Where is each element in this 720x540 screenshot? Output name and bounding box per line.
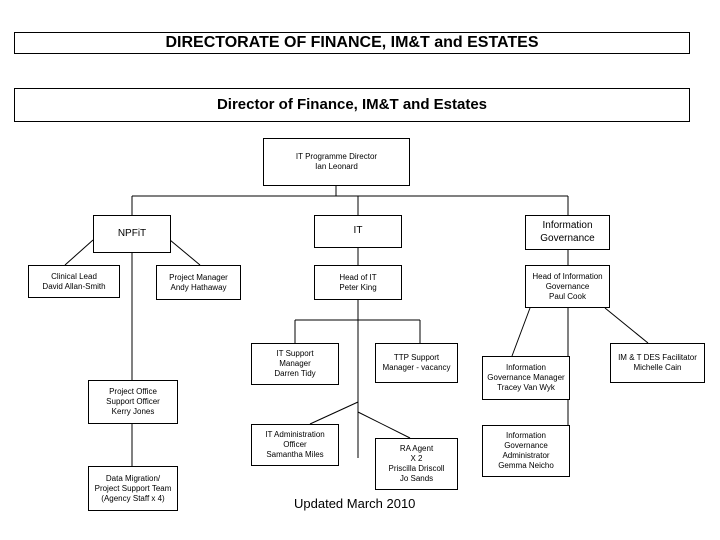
des-facilitator-name: Michelle Cain [633, 363, 682, 372]
data-migration-line3: (Agency Staff x 4) [101, 493, 165, 503]
ra-agent-name2: Jo Sands [399, 474, 434, 483]
updated-note: Updated March 2010 [294, 496, 416, 511]
it-admin-line2: Officer [283, 440, 307, 449]
it-support-manager-box: IT Support Manager Darren Tidy [251, 343, 339, 385]
head-info-gov-line2: Governance [545, 281, 590, 291]
npfit-box: NPFiT [93, 215, 171, 253]
ttp-support-manager-line2: Manager - vacancy [382, 363, 451, 372]
it-support-manager-line1: IT Support [276, 349, 314, 358]
info-gov-admin-box: Information Governance Administrator Gem… [482, 425, 570, 477]
ra-agent-line1: RA Agent [399, 444, 434, 453]
clinical-lead-box: Clinical Lead David Allan-Smith [28, 265, 120, 298]
info-gov-manager-name: Tracey Van Wyk [497, 383, 555, 392]
data-migration-line2: Project Support Team [94, 483, 172, 493]
project-manager-name: Andy Hathaway [170, 282, 227, 292]
it-admin-name: Samantha Miles [266, 450, 324, 459]
info-gov-line1: Information [542, 220, 593, 231]
project-office-line1: Project Office [109, 387, 157, 396]
director-box: Director of Finance, IM&T and Estates [14, 88, 690, 122]
project-office-box: Project Office Support Officer Kerry Jon… [88, 380, 178, 424]
head-info-gov-line1: Head of Information [532, 271, 603, 281]
des-facilitator-box: IM & T DES Facilitator Michelle Cain [610, 343, 705, 383]
director-title: Director of Finance, IM&T and Estates [216, 95, 488, 113]
info-gov-admin-line2: Governance [504, 441, 548, 450]
ra-agent-name1: Priscilla Driscoll [388, 464, 445, 473]
head-of-it-name: Peter King [339, 282, 377, 292]
programme-director-box: IT Programme Director Ian Leonard [263, 138, 410, 186]
it-support-manager-name: Darren Tidy [274, 369, 316, 378]
it-admin-box: IT Administration Officer Samantha Miles [251, 424, 339, 466]
info-gov-box: Information Governance [525, 215, 610, 250]
head-info-gov-name: Paul Cook [549, 291, 586, 301]
project-manager-box: Project Manager Andy Hathaway [156, 265, 241, 300]
ttp-support-manager-box: TTP Support Manager - vacancy [375, 343, 458, 383]
project-office-name: Kerry Jones [111, 407, 155, 416]
it-admin-line1: IT Administration [265, 430, 325, 439]
head-of-it-title: Head of IT [339, 272, 377, 282]
clinical-lead-name: David Allan-Smith [42, 281, 106, 291]
info-gov-manager-line2: Governance Manager [487, 373, 565, 382]
info-gov-manager-box: Information Governance Manager Tracey Va… [482, 356, 570, 400]
npfit-label: NPFiT [117, 227, 147, 239]
info-gov-admin-line1: Information [505, 431, 547, 440]
info-gov-line2: Governance [540, 232, 595, 244]
des-facilitator-title: IM & T DES Facilitator [618, 353, 697, 362]
project-office-line2: Support Officer [106, 397, 160, 406]
programme-director-title: IT Programme Director [295, 152, 378, 161]
head-of-it-box: Head of IT Peter King [314, 265, 402, 300]
info-gov-admin-name: Gemma Neicho [498, 461, 554, 470]
it-box: IT [314, 215, 402, 248]
project-manager-title: Project Manager [169, 272, 228, 282]
data-migration-line1: Data Migration/ [105, 473, 161, 483]
clinical-lead-title: Clinical Lead [51, 271, 97, 281]
ra-agent-line2: X 2 [410, 454, 423, 463]
info-gov-manager-line1: Information [505, 363, 547, 372]
ra-agent-box: RA Agent X 2 Priscilla Driscoll Jo Sands [375, 438, 458, 490]
programme-director-name: Ian Leonard [315, 162, 358, 171]
page-title: DIRECTORATE OF FINANCE, IM&T and ESTATES [165, 34, 539, 51]
it-support-manager-line2: Manager [279, 359, 311, 368]
page-title-box: DIRECTORATE OF FINANCE, IM&T and ESTATES [14, 32, 690, 54]
head-info-gov-box: Head of Information Governance Paul Cook [525, 265, 610, 308]
it-label: IT [353, 225, 363, 237]
ttp-support-manager-line1: TTP Support [393, 353, 440, 362]
data-migration-box: Data Migration/ Project Support Team (Ag… [88, 466, 178, 511]
info-gov-admin-line3: Administrator [502, 451, 550, 460]
